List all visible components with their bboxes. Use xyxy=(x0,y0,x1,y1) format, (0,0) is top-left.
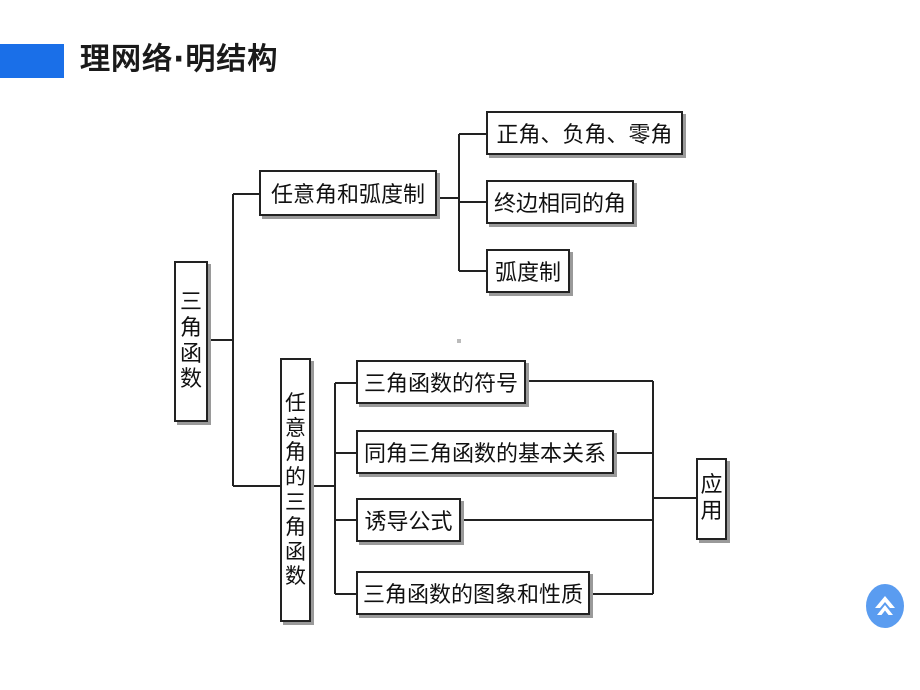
page-title: 理网络·明结构 xyxy=(80,42,279,77)
leaf-node-radian-measure: 弧度制 xyxy=(486,249,570,293)
branch2-char-1: 任 xyxy=(285,390,306,415)
application-char-2: 用 xyxy=(700,499,723,524)
leaf-node-trig-signs: 三角函数的符号 xyxy=(356,360,526,404)
application-char-1: 应 xyxy=(700,473,723,499)
branch2-char-2: 意 xyxy=(285,415,306,440)
chevron-up-icon xyxy=(875,596,895,615)
root-char-3: 函 xyxy=(179,341,202,367)
branch2-char-7: 函 xyxy=(285,539,306,564)
branch-node-trig-functions-of-arbitrary-angle: 任 意 角 的 三 角 函 数 xyxy=(280,358,311,622)
root-char-2: 角 xyxy=(179,315,202,341)
title-accent-bar xyxy=(0,44,64,78)
leaf-node-reduction-formulas: 诱导公式 xyxy=(356,498,461,542)
application-node: 应 用 xyxy=(696,458,727,540)
scroll-top-button[interactable] xyxy=(866,584,904,628)
center-dot xyxy=(457,339,461,343)
branch2-char-4: 的 xyxy=(285,465,306,490)
root-char-1: 三 xyxy=(179,289,202,315)
branch2-char-3: 角 xyxy=(285,440,306,465)
branch-node-arbitrary-angle-radian: 任意角和弧度制 xyxy=(259,170,437,216)
branch2-char-5: 三 xyxy=(285,490,306,514)
branch2-char-8: 数 xyxy=(285,564,306,589)
leaf-node-positive-negative-zero-angle: 正角、负角、零角 xyxy=(486,111,683,155)
root-node: 三 角 函 数 xyxy=(174,261,208,422)
leaf-node-same-angle-relations: 同角三角函数的基本关系 xyxy=(356,430,614,474)
root-char-4: 数 xyxy=(179,367,202,393)
branch2-char-6: 角 xyxy=(285,514,306,539)
leaf-node-graphs-and-properties: 三角函数的图象和性质 xyxy=(356,571,590,615)
leaf-node-coterminal-angle: 终边相同的角 xyxy=(486,180,634,224)
